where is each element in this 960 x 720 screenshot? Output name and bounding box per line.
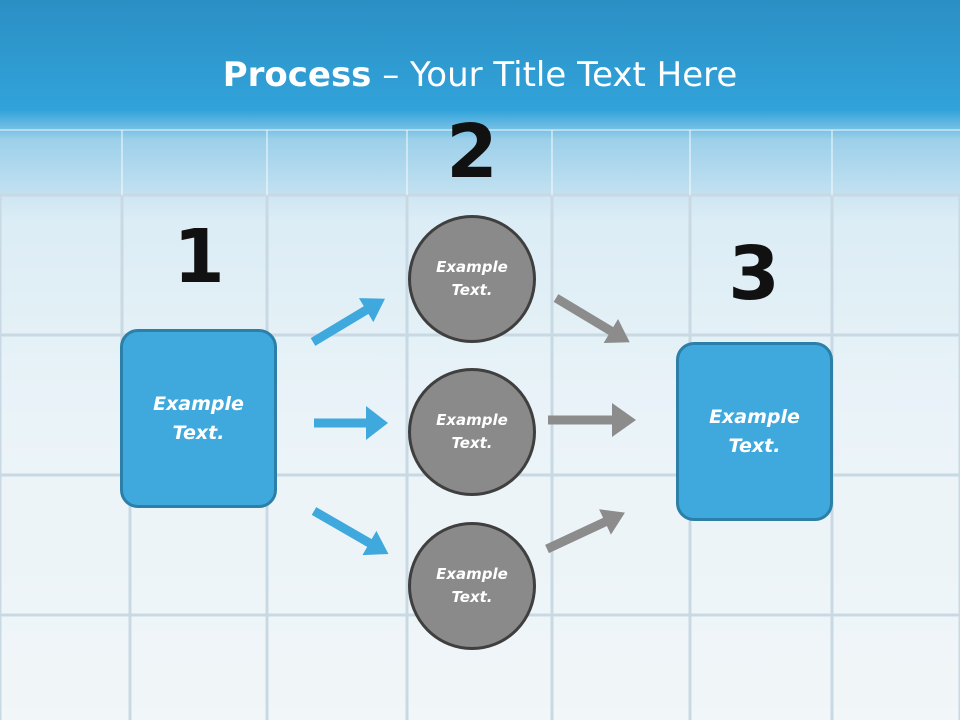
slide-title-rest: – Your Title Text Here xyxy=(371,55,738,95)
step-number-3: 3 xyxy=(728,231,780,317)
step-number-2: 2 xyxy=(446,109,498,195)
step-2-circle-bottom-label: Example Text. xyxy=(436,565,508,606)
step-1-label: Example Text. xyxy=(153,392,244,444)
step-2-circle-middle-label: Example Text. xyxy=(436,411,508,452)
slide-title: Process – Your Title Text Here xyxy=(0,50,960,100)
step-3-label: Example Text. xyxy=(709,405,800,457)
slide-title-bold: Process xyxy=(222,55,372,95)
step-2-circle-middle: Example Text. xyxy=(408,368,536,496)
step-2-circle-top: Example Text. xyxy=(408,215,536,343)
step-2-circle-top-label: Example Text. xyxy=(436,258,508,299)
step-1-box: Example Text. xyxy=(120,329,277,508)
step-2-circle-bottom: Example Text. xyxy=(408,522,536,650)
step-number-1: 1 xyxy=(173,214,225,300)
step-3-box: Example Text. xyxy=(676,342,833,521)
